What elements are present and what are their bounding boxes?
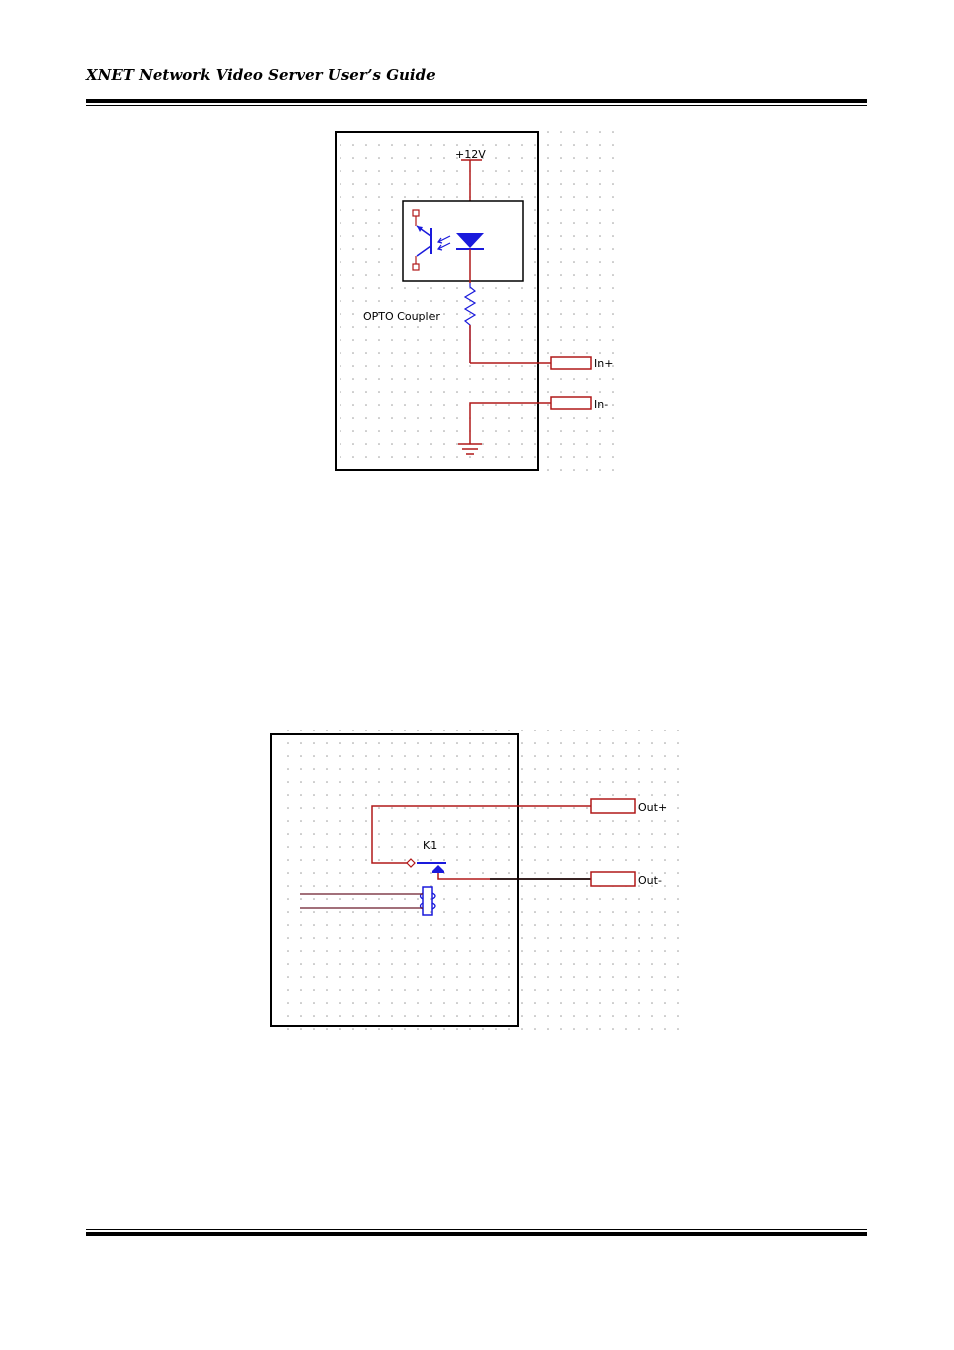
resistor-icon — [463, 283, 477, 363]
relay-label: K1 — [423, 839, 437, 852]
input-enclosure-box — [335, 131, 539, 471]
relay-coil-icon — [419, 886, 436, 916]
ground-icon — [458, 443, 482, 455]
opto-coupler-package — [402, 200, 524, 282]
document-header-title: XNET Network Video Server User’s Guide — [86, 66, 436, 84]
terminal-in-plus-label: In+ — [594, 357, 613, 370]
terminal-out-minus-label: Out- — [638, 874, 662, 887]
footer-rule-thin — [86, 1229, 867, 1230]
component-label: OPTO Coupler — [363, 310, 440, 323]
header-rule-thin — [86, 105, 867, 106]
footer-rule-thick — [86, 1232, 867, 1236]
light-arrows-icon — [436, 235, 451, 251]
header-rule-thick — [86, 99, 867, 103]
terminal-in-minus-label: In- — [594, 398, 608, 411]
output-enclosure-box — [270, 733, 519, 1027]
terminal-in-plus — [550, 356, 592, 370]
terminal-out-plus — [590, 798, 636, 814]
relay-contact-icon — [406, 858, 416, 868]
terminal-out-plus-label: Out+ — [638, 801, 667, 814]
phototransistor-icon — [412, 209, 432, 271]
input-circuit-diagram: +12V OPTO Coupler — [335, 128, 622, 475]
terminal-in-minus — [550, 396, 592, 410]
output-circuit-diagram: Out+ K1 Out- — [270, 730, 682, 1030]
input-grid-background — [340, 128, 622, 475]
led-diode-icon — [456, 233, 484, 248]
supply-label: +12V — [455, 148, 486, 161]
terminal-out-minus — [590, 871, 636, 887]
